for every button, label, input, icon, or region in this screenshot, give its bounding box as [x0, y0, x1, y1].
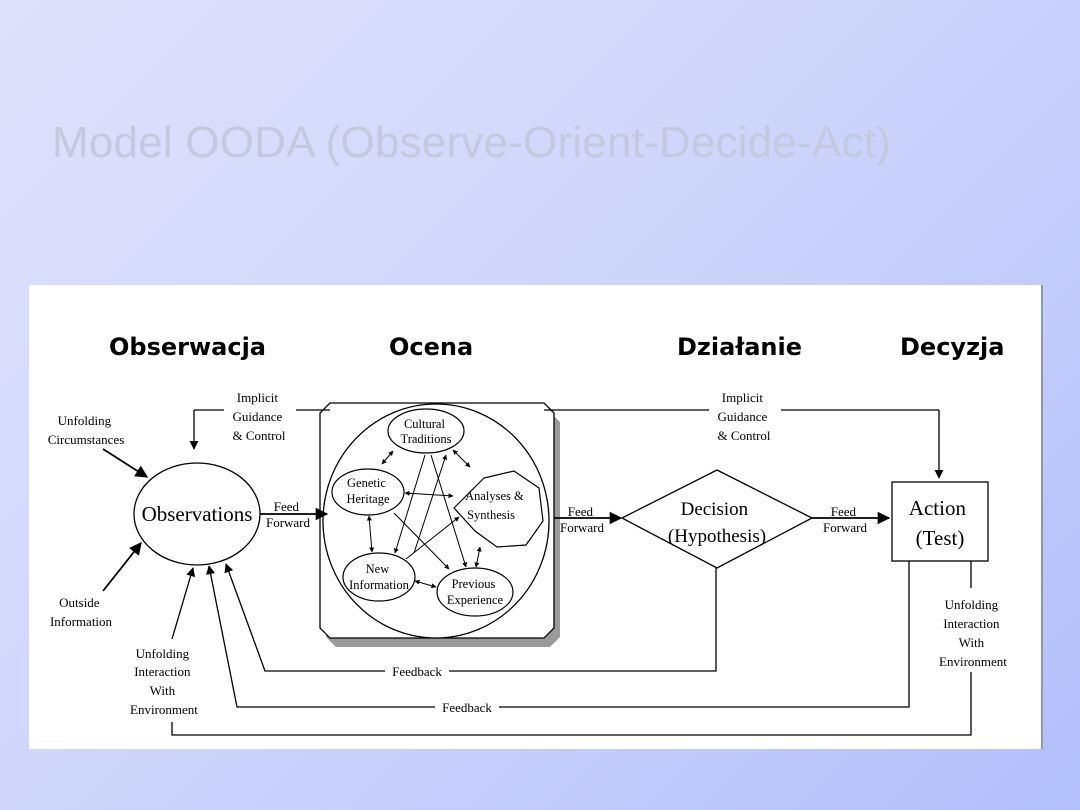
genetic-heritage-node	[331, 468, 405, 516]
arrow-cultural-newinfo	[393, 454, 426, 554]
feedback-label-lower: Feedback	[442, 700, 492, 715]
arrow-cultural-analyses	[452, 449, 471, 468]
feedback-loop-lower	[206, 561, 910, 708]
guidance-label-bg-right	[709, 391, 781, 441]
unfolding-circumstances-label: Unfolding Circumstances	[48, 413, 125, 447]
new-information-label: New Information	[349, 562, 409, 592]
cultural-traditions-label: Cultural Traditions	[401, 417, 452, 446]
guidance-label-left: Implicit Guidance & Control	[232, 390, 285, 443]
guidance-label-bg-left	[224, 391, 296, 441]
arrow-cultural-genetic	[381, 450, 394, 465]
genetic-heritage-label: Genetic Heritage	[346, 476, 389, 506]
header-obserwacja: Obserwacja	[109, 333, 266, 361]
feedback-label-bg-upper	[385, 663, 449, 679]
feed-forward-label-1: Feed Forward	[266, 499, 311, 530]
interaction-arrow	[171, 567, 196, 640]
header-decyzja: Decyzja	[900, 333, 1004, 361]
action-label: Action (Test)	[909, 496, 971, 550]
orient-inner-arrows	[366, 449, 482, 589]
unfolding-interaction-right-label: Unfolding Interaction With Environment	[939, 597, 1007, 669]
feedback-label-upper: Feedback	[392, 664, 442, 679]
arrow-newinfo-cultural	[413, 454, 447, 554]
guidance-label-right: Implicit Guidance & Control	[717, 390, 770, 443]
arrow-genetic-previous	[393, 512, 450, 570]
cultural-traditions-node	[387, 408, 465, 454]
unfolding-interaction-left-label: Unfolding Interaction With Environment	[130, 646, 198, 717]
arrow-newinfo-analyses	[405, 516, 460, 560]
arrow-genetic-newinfo	[366, 515, 375, 553]
interaction-label-bg-right	[934, 588, 1012, 672]
slide-title: Model OODA (Observe-Orient-Decide-Act)	[52, 118, 891, 167]
previous-experience-label: Previous Experience	[447, 577, 504, 607]
decision-label: Decision (Hypothesis)	[668, 496, 766, 547]
ooda-diagram: Obserwacja Ocena Działanie Decyzja Impli…	[29, 285, 1043, 749]
decision-node	[620, 469, 814, 569]
outside-information-arrow	[102, 542, 142, 592]
action-node	[891, 481, 989, 562]
feedback-label-bg-lower	[435, 699, 499, 715]
analyses-synthesis-label: Analyses & Synthesis	[465, 489, 527, 522]
unfolding-circumstances-arrow	[102, 448, 149, 478]
new-information-node	[342, 552, 416, 602]
feed-forward-label-2: Feed Forward	[560, 504, 605, 535]
arrow-cultural-previous	[430, 454, 468, 568]
arrow-newinfo-previous	[414, 579, 437, 589]
arrow-previous-analyses	[474, 546, 482, 568]
previous-experience-node	[436, 567, 514, 617]
interaction-loop	[171, 561, 972, 736]
feed-forward-label-3: Feed Forward	[823, 504, 868, 535]
observations-label: Observations	[142, 502, 253, 526]
interaction-label-bg-left	[119, 642, 209, 722]
feedback-loop-upper	[224, 563, 717, 672]
header-ocena: Ocena	[389, 333, 473, 361]
outside-information-label: Outside Information	[50, 595, 113, 629]
header-dzialanie: Działanie	[677, 333, 802, 361]
ooda-diagram-svg: Obserwacja Ocena Działanie Decyzja Impli…	[48, 333, 1012, 736]
analyses-synthesis-node	[453, 470, 544, 548]
